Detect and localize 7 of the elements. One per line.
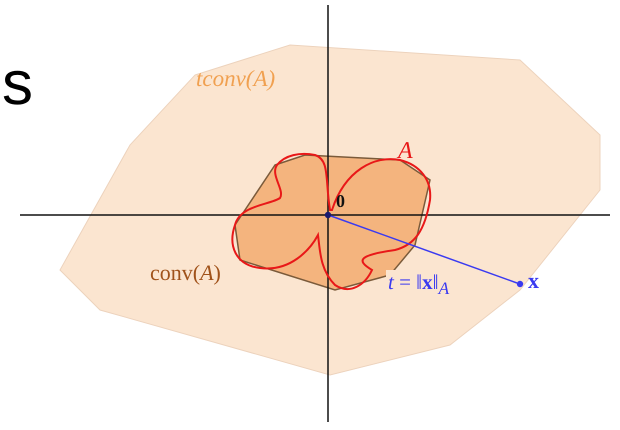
point-label: 0 [336,191,345,212]
set-label: A [398,138,413,165]
region-label: tconv(A) [196,66,276,92]
region-label: conv(A) [150,260,221,286]
connector-line [330,215,518,284]
point-label: x [528,268,539,294]
text-fragment: s [2,48,33,119]
